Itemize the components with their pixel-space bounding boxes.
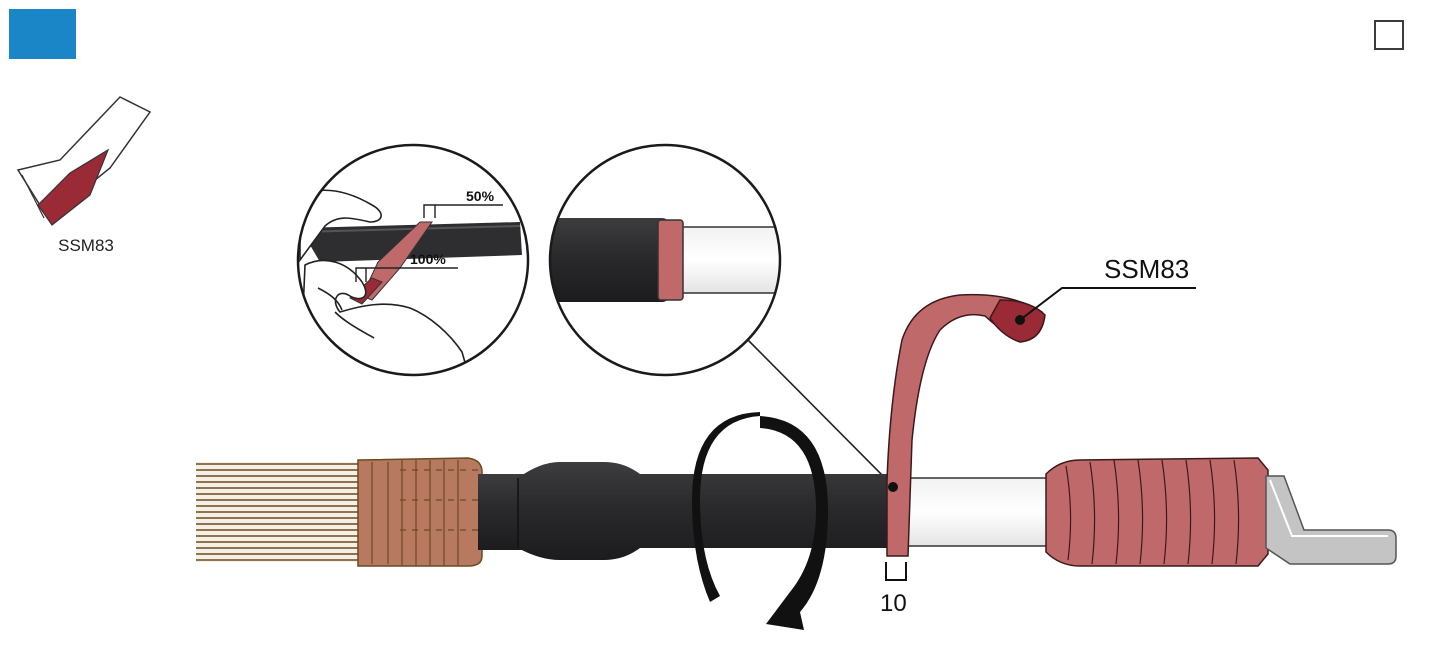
product-icon-label: SSM83 bbox=[58, 236, 114, 255]
step-badge-bg bbox=[9, 9, 76, 59]
cable-assembly bbox=[196, 293, 1397, 567]
overlap-100-label: 100% bbox=[410, 251, 446, 267]
rotation-arrow-icon bbox=[692, 412, 828, 630]
detail-tape-edge bbox=[548, 143, 782, 377]
copper-screen-wires bbox=[196, 462, 368, 562]
dimension-bracket bbox=[885, 562, 907, 581]
tape-callout-leader bbox=[1019, 287, 1196, 321]
detail-wrapping-technique bbox=[296, 143, 530, 377]
detail-leader-line bbox=[747, 339, 894, 487]
dimension-label: 10 bbox=[880, 590, 907, 617]
tape-callout-label: SSM83 bbox=[1104, 254, 1190, 284]
overlap-50-label: 50% bbox=[466, 188, 495, 204]
step-complete-checkbox[interactable] bbox=[1374, 20, 1404, 50]
tape-roll-icon bbox=[16, 96, 152, 226]
